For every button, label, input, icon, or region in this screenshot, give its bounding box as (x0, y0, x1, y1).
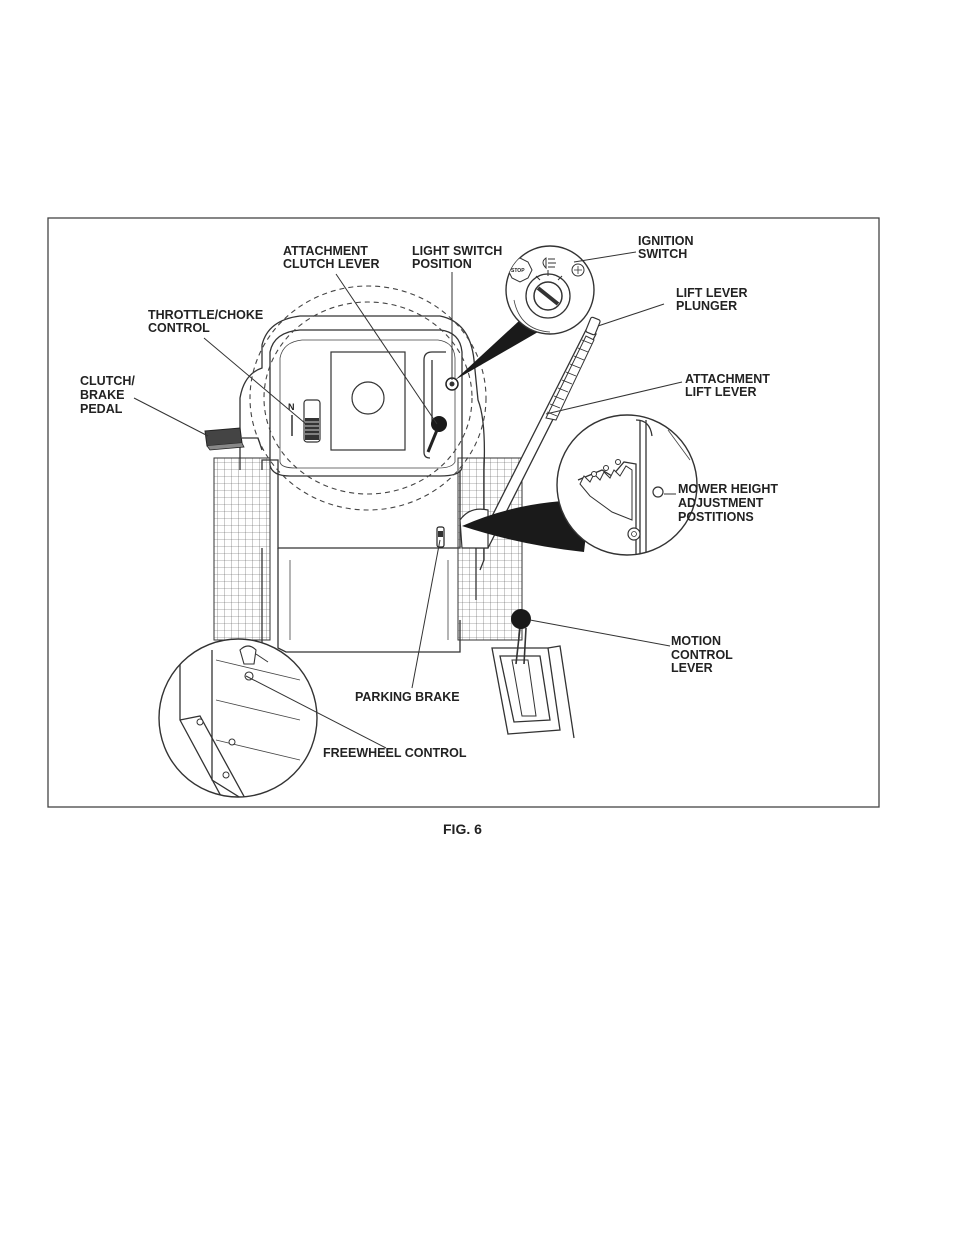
svg-text:SWITCH: SWITCH (638, 247, 687, 261)
engine-start-icon (572, 264, 584, 276)
svg-text:THROTTLE/CHOKE: THROTTLE/CHOKE (148, 308, 263, 322)
svg-text:CONTROL: CONTROL (671, 648, 733, 662)
label-light-switch-position: LIGHT SWITCH POSITION (412, 244, 502, 271)
label-motion-control-lever: MOTION CONTROL LEVER (671, 634, 733, 675)
label-throttle-choke-control: THROTTLE/CHOKE CONTROL (148, 308, 263, 335)
svg-text:ADJUSTMENT: ADJUSTMENT (678, 496, 764, 510)
svg-text:CONTROL: CONTROL (148, 321, 210, 335)
svg-text:PLUNGER: PLUNGER (676, 299, 737, 313)
attachment-clutch-lever[interactable] (424, 352, 447, 458)
label-mower-height-adjustment: MOWER HEIGHT ADJUSTMENT POSTITIONS (678, 482, 778, 524)
svg-text:LIFT LEVER: LIFT LEVER (676, 286, 748, 300)
svg-text:LIFT LEVER: LIFT LEVER (685, 385, 757, 399)
svg-text:POSITION: POSITION (412, 257, 472, 271)
freewheel-control-inset (159, 639, 317, 810)
svg-text:CLUTCH/: CLUTCH/ (80, 374, 135, 388)
label-lift-lever-plunger: LIFT LEVER PLUNGER (676, 286, 748, 313)
svg-text:ATTACHMENT: ATTACHMENT (685, 372, 770, 386)
label-freewheel-control: FREEWHEEL CONTROL (323, 746, 467, 760)
svg-text:POSTITIONS: POSTITIONS (678, 510, 754, 524)
label-attachment-clutch-lever: ATTACHMENT CLUTCH LEVER (283, 244, 380, 271)
throttle-choke-control[interactable]: N (288, 400, 320, 442)
svg-text:LEVER: LEVER (671, 661, 713, 675)
label-parking-brake: PARKING BRAKE (355, 690, 460, 704)
throttle-mark: N (288, 402, 295, 412)
svg-text:MOWER HEIGHT: MOWER HEIGHT (678, 482, 778, 496)
svg-text:ATTACHMENT: ATTACHMENT (283, 244, 368, 258)
parking-brake[interactable] (437, 527, 444, 547)
svg-text:CLUTCH LEVER: CLUTCH LEVER (283, 257, 380, 271)
svg-text:IGNITION: IGNITION (638, 234, 694, 248)
svg-text:BRAKE: BRAKE (80, 388, 124, 402)
svg-text:MOTION: MOTION (671, 634, 721, 648)
ignition-switch-inset: STOP (506, 246, 594, 334)
clutch-brake-pedal[interactable] (205, 428, 262, 450)
label-ignition-switch: IGNITION SWITCH (638, 234, 694, 261)
stop-label: STOP (511, 268, 525, 274)
svg-text:PEDAL: PEDAL (80, 402, 123, 416)
svg-text:LIGHT SWITCH: LIGHT SWITCH (412, 244, 502, 258)
fuel-cap (352, 382, 384, 414)
label-attachment-lift-lever: ATTACHMENT LIFT LEVER (685, 372, 770, 399)
ignition-callout-wedge (455, 320, 538, 380)
figure-caption: FIG. 6 (443, 821, 482, 837)
label-clutch-brake-pedal: CLUTCH/ BRAKE PEDAL (80, 374, 135, 416)
